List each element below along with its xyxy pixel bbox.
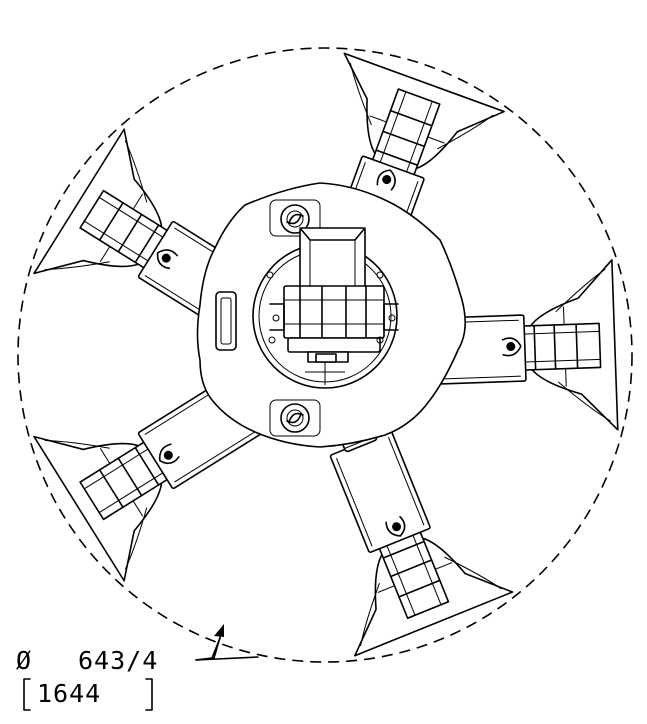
drive-unit xyxy=(266,227,399,363)
imperial-dimension-label: 643/4 xyxy=(78,646,159,675)
metric-bracket-left xyxy=(23,678,31,711)
diameter-symbol: Ø xyxy=(16,646,33,675)
metric-dimension-label: 1644 xyxy=(37,679,102,708)
metric-bracket-right xyxy=(145,678,153,711)
handle-slot xyxy=(215,291,237,351)
diameter-circle xyxy=(17,47,633,663)
dimension-leader xyxy=(195,624,259,661)
